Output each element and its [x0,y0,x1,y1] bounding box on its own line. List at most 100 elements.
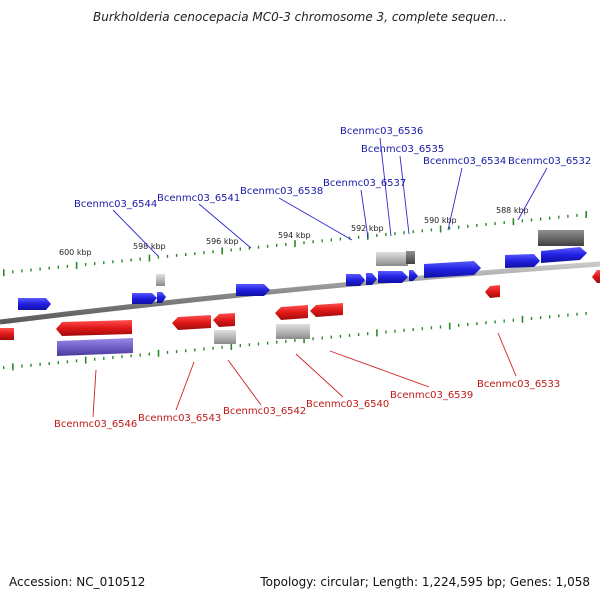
scale-tick [21,364,23,368]
leader-lines-bottom [92,332,517,418]
scale-tick [521,315,524,323]
gene-label-6535[interactable]: Bcenmc03_6535 [361,144,444,155]
gene-label-6539[interactable]: Bcenmc03_6539 [390,390,473,401]
scale-tick [21,269,23,273]
scale-tick [512,218,515,226]
scale-tick [166,254,169,258]
scale-tick [312,240,314,244]
gene-label-6536[interactable]: Bcenmc03_6536 [340,126,423,137]
gene-label-6540[interactable]: Bcenmc03_6540 [306,399,389,410]
scale-tick [66,264,69,268]
gene-forward[interactable] [18,298,51,310]
scale-tick [539,316,542,320]
scale-tick [185,349,187,353]
scale-tick [121,259,123,263]
scale-tick [421,327,423,331]
gene-dark[interactable] [406,251,415,264]
gene-forward[interactable] [132,293,157,304]
scale-tick [75,359,78,363]
scale-tick [3,366,5,370]
scale-tick [421,229,423,233]
scale-tick [84,356,87,364]
gene-forward[interactable] [505,254,540,268]
scale-tick [585,211,587,218]
gene-reverse[interactable] [213,313,235,327]
scale-tick [412,328,414,331]
leader-lines-top [112,137,548,257]
scale-tick [94,262,96,266]
scale-tick [458,225,460,229]
scale-tick [66,360,69,364]
scale-tick [339,334,342,338]
gene-reverse[interactable] [0,328,14,340]
gene-reverse[interactable] [56,320,132,336]
scale-tick [303,241,305,245]
gene-reverse[interactable] [485,285,500,298]
scale-tick [239,344,241,348]
scale-tick [357,235,360,239]
gene-reverse[interactable] [310,303,343,317]
gene-label-6533[interactable]: Bcenmc03_6533 [477,379,560,390]
genome-map[interactable]: 600 kbp 598 kbp 596 kbp 594 kbp 592 kbp … [0,0,600,560]
scale-label-590: 590 kbp [424,216,457,225]
gene-forward[interactable] [366,273,377,285]
scale-tick [576,213,578,217]
gene-forward[interactable] [409,270,418,281]
scale-tick [157,349,160,357]
gene-forward[interactable] [236,284,270,296]
scale-tick [394,232,396,236]
scale-label-592: 592 kbp [351,224,384,233]
scale-tick [94,357,96,361]
gene-pseudo[interactable] [214,330,236,344]
scale-tick [157,255,160,259]
scale-tick [3,269,5,277]
scale-tick [494,222,496,226]
gene-label-6537[interactable]: Bcenmc03_6537 [323,178,406,189]
gene-reverse[interactable] [592,270,600,283]
scale-tick [84,263,87,266]
gene-label-6541[interactable]: Bcenmc03_6541 [157,193,240,204]
gene-pseudo[interactable] [376,252,408,266]
scale-tick [112,356,114,359]
chromosome-backbone [0,261,600,325]
scale-tick [330,335,332,339]
scale-tick [39,362,41,366]
scale-tick [39,267,41,271]
gene-pseudo[interactable] [276,324,310,339]
gene-forward[interactable] [378,271,408,283]
scale-tick [485,223,487,226]
gene-label-6546[interactable]: Bcenmc03_6546 [54,419,137,430]
scale-tick [30,363,32,367]
scale-tick [112,260,114,264]
scale-tick [212,250,214,254]
reverse-other-genes [57,324,310,356]
gene-rna[interactable] [57,338,133,356]
scale-tick [476,322,478,326]
gene-reverse[interactable] [275,305,308,320]
gene-forward[interactable] [424,261,481,278]
gene-forward[interactable] [541,247,587,263]
gene-dark[interactable] [538,230,584,246]
gene-forward[interactable] [157,292,166,303]
gene-reverse[interactable] [172,315,211,330]
gene-label-6534[interactable]: Bcenmc03_6534 [423,156,506,167]
gene-pseudo[interactable] [156,274,165,286]
scale-tick [294,339,296,342]
scale-tick [12,270,14,274]
gene-label-6543[interactable]: Bcenmc03_6543 [138,413,221,424]
gene-label-6544[interactable]: Bcenmc03_6544 [74,199,157,210]
scale-tick [567,313,569,317]
scale-tick [330,238,332,242]
gene-forward[interactable] [346,274,365,286]
scale-tick [148,254,151,262]
scale-tick [30,268,32,272]
gene-label-6542[interactable]: Bcenmc03_6542 [223,406,306,417]
topology-info-text: Topology: circular; Length: 1,224,595 bp… [260,575,590,589]
gene-label-6532[interactable]: Bcenmc03_6532 [508,156,591,167]
scale-ticks-top [3,211,587,277]
gene-label-6538[interactable]: Bcenmc03_6538 [240,186,323,197]
scale-tick [530,317,533,320]
scale-tick [130,258,132,262]
scale-tick [467,224,469,228]
scale-tick [230,343,233,350]
